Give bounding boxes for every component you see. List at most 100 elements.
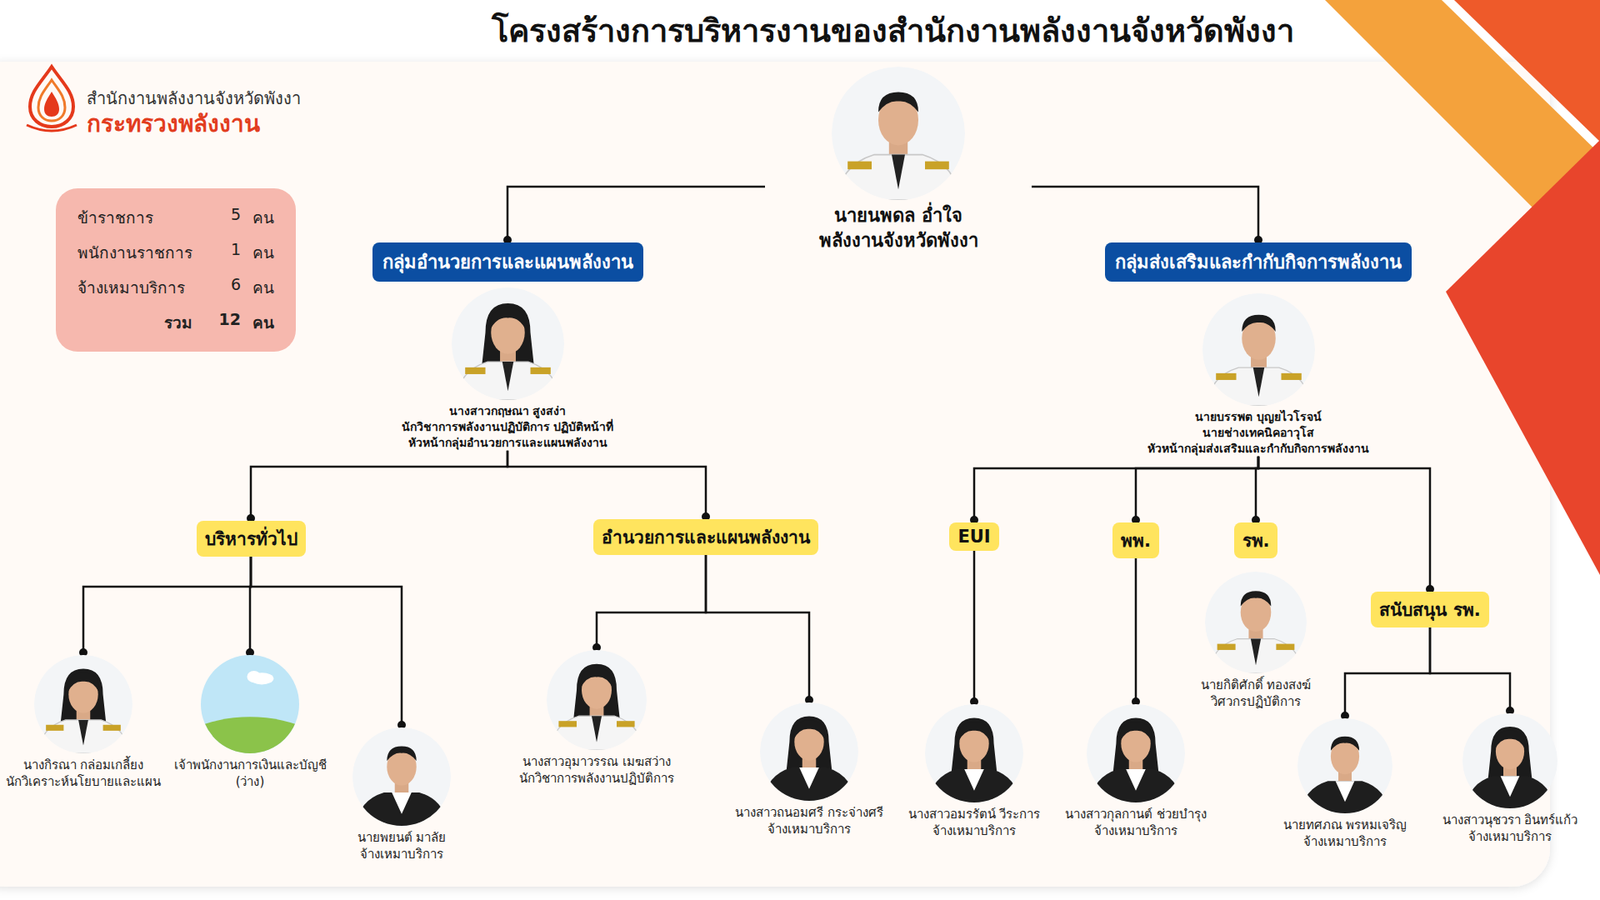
- person-caption: นางสาวอุมาวรรณ เมฆสว่าง: [496, 753, 697, 770]
- person-caption: นายนพดล อ่ำใจ: [765, 203, 1032, 229]
- person-caption: นางสาวนุชวรา อินทร์แก้ว: [1428, 811, 1592, 829]
- portrait-photo: [34, 655, 133, 754]
- corner-triangle: [1445, 140, 1600, 575]
- portrait-photo: [1205, 571, 1307, 674]
- chart-title: โครงสร้างการบริหารงานของสำนักงานพลังงานจ…: [491, 5, 1295, 56]
- section-tag: สนับสนุน รพ.: [1370, 591, 1489, 628]
- section-tag: รพ.: [1234, 522, 1279, 559]
- stat-cell: 12: [204, 310, 241, 335]
- section-tag: อำนวยการและแผนพลังงาน: [593, 519, 819, 555]
- section-tag: พพ.: [1112, 522, 1160, 559]
- group-name: บริหารทั่วไป: [205, 525, 298, 553]
- person-caption: นักวิเคราะห์นโยบายและแผน: [4, 773, 163, 790]
- person-caption: นางสาวกุลกานต์ ช่วยบำรุง: [1052, 805, 1220, 823]
- person-caption: นายบรรพต บุญยไวโรจน์: [1075, 409, 1442, 425]
- person-card: เจ้าพนักงานการเงินและบัญชี (ว่าง): [166, 655, 334, 791]
- portrait-photo: [1086, 704, 1185, 803]
- org-connector: [1430, 627, 1510, 714]
- logo-text: กระทรวงพลังงาน: [86, 105, 260, 142]
- portrait-photo: [1462, 713, 1558, 809]
- person-card: นายกิติศักดิ์ ทองสงฆ์วิศวกรปฏิบัติการ: [1180, 571, 1331, 711]
- org-connector: [507, 186, 765, 243]
- person-card: นายบรรพต บุญยไวโรจน์นายช่างเทคนิคอาวุโสห…: [1075, 293, 1442, 457]
- org-connector: [1135, 558, 1138, 705]
- stat-cell: คน: [252, 275, 275, 300]
- logo-text: สำนักงานพลังงานจังหวัดพังงา: [86, 85, 301, 112]
- stat-cell: พนักงานราชการ: [77, 240, 193, 265]
- person-caption: จ้างเหมาบริการ: [1052, 822, 1220, 840]
- person-caption: จ้างเหมาบริการ: [721, 820, 897, 838]
- stat-cell: 6: [204, 275, 241, 300]
- stat-cell: จ้างเหมาบริการ: [77, 275, 193, 300]
- person-card: นางสาวนุชวรา อินทร์แก้วจ้างเหมาบริการ: [1428, 713, 1592, 846]
- portrait-photo: [1297, 718, 1393, 814]
- portrait-photo: [352, 727, 451, 826]
- person-card: นายนพดล อ่ำใจพลังงานจังหวัดพังงา: [765, 66, 1032, 253]
- group-name: EUI: [957, 526, 990, 547]
- stat-cell: รวม: [77, 310, 193, 335]
- stat-cell: ข้าราชการ: [77, 205, 193, 230]
- stat-cell: คน: [252, 205, 275, 230]
- stat-cell: คน: [252, 240, 275, 265]
- stat-cell: 1: [204, 240, 241, 265]
- person-caption: นายทศภณ พรหมเจริญ: [1270, 816, 1420, 834]
- person-card: นางสาวถนอมศรี กระจ่างศรีจ้างเหมาบริการ: [721, 702, 897, 839]
- org-connector: [974, 456, 1259, 523]
- portrait-photo: [831, 66, 965, 200]
- person-caption: นางกิรณา กล่อมเกลี้ยง: [4, 756, 163, 774]
- corner-stripe: [1454, 0, 1600, 142]
- portrait-photo: [1202, 293, 1315, 406]
- group-name: อำนวยการและแผนพลังงาน: [601, 523, 810, 551]
- portrait-photo: [200, 655, 300, 754]
- person-caption: พลังงานจังหวัดพังงา: [765, 228, 1032, 254]
- portrait-photo: [451, 287, 565, 400]
- stat-cell: คน: [252, 310, 275, 335]
- person-caption: นางสาวกฤษณา สูงสง่า: [332, 403, 683, 420]
- org-connector: [973, 550, 976, 705]
- person-caption: จ้างเหมาบริการ: [1428, 828, 1592, 845]
- portrait-photo: [925, 704, 1024, 803]
- person-card: นางสาวกฤษณา สูงสง่านักวิชาการพลังงานปฏิบ…: [332, 287, 683, 451]
- person-card: นางสาวกุลกานต์ ช่วยบำรุงจ้างเหมาบริการ: [1052, 704, 1220, 840]
- person-caption: จ้างเหมาบริการ: [895, 822, 1054, 840]
- org-connector: [596, 555, 706, 650]
- section-tag: บริหารทั่วไป: [196, 520, 306, 557]
- person-card: นายทศภณ พรหมเจริญจ้างเหมาบริการ: [1270, 718, 1420, 851]
- person-card: นางสาวอมรรัตน์ วีระการจ้างเหมาบริการ: [895, 704, 1054, 840]
- org-connector: [1031, 186, 1259, 243]
- staff-count-box: ข้าราชการ5คนพนักงานราชการ1คนจ้างเหมาบริก…: [55, 188, 296, 352]
- org-connector: [507, 450, 706, 520]
- person-caption: นายกิติศักดิ์ ทองสงฆ์: [1180, 676, 1331, 694]
- person-caption: เจ้าพนักงานการเงินและบัญชี (ว่าง): [166, 756, 334, 791]
- group-name: กลุ่มอำนวยการและแผนพลังงาน: [382, 247, 634, 277]
- group-name: รพ.: [1242, 526, 1270, 555]
- person-caption: นายช่างเทคนิคอาวุโส: [1075, 425, 1442, 441]
- person-caption: จ้างเหมาบริการ: [1270, 833, 1420, 850]
- org-connector: [1345, 627, 1430, 719]
- person-caption: หัวหน้ากลุ่มอำนวยการและแผนพลังงาน: [332, 435, 683, 451]
- org-connector: [83, 556, 251, 655]
- person-caption: นักวิชาการพลังงานปฏิบัติการ: [496, 770, 697, 787]
- background-panel: [0, 61, 1550, 887]
- org-connector: [1258, 456, 1430, 592]
- person-caption: นางสาวอมรรัตน์ วีระการ: [895, 805, 1054, 823]
- org-connector: [1135, 456, 1259, 523]
- person-caption: จ้างเหมาบริการ: [330, 845, 473, 863]
- portrait-photo: [546, 650, 647, 750]
- portrait-photo: [760, 702, 859, 801]
- group-name: กลุ่มส่งเสริมและกำกับกิจการพลังงาน: [1115, 247, 1402, 277]
- stat-cell: 5: [204, 205, 241, 230]
- person-caption: หัวหน้ากลุ่มส่งเสริมและกำกับกิจการพลังงา…: [1075, 440, 1442, 457]
- person-caption: นายพยนต์ มาลัย: [330, 829, 473, 846]
- person-card: นายพยนต์ มาลัยจ้างเหมาบริการ: [330, 727, 473, 864]
- group-pill: กลุ่มอำนวยการและแผนพลังงาน: [372, 242, 644, 282]
- logo-flame: [26, 66, 77, 131]
- person-caption: นางสาวถนอมศรี กระจ่างศรี: [721, 804, 897, 821]
- org-connector: [250, 450, 508, 521]
- group-pill: กลุ่มส่งเสริมและกำกับกิจการพลังงาน: [1105, 242, 1412, 282]
- person-card: นางกิรณา กล่อมเกลี้ยงนักวิเคราะห์นโยบายแ…: [4, 655, 163, 791]
- person-card: นางสาวอุมาวรรณ เมฆสว่างนักวิชาการพลังงาน…: [496, 650, 697, 788]
- group-name: พพ.: [1120, 526, 1151, 555]
- person-caption: วิศวกรปฏิบัติการ: [1180, 693, 1331, 710]
- group-name: สนับสนุน รพ.: [1379, 595, 1480, 624]
